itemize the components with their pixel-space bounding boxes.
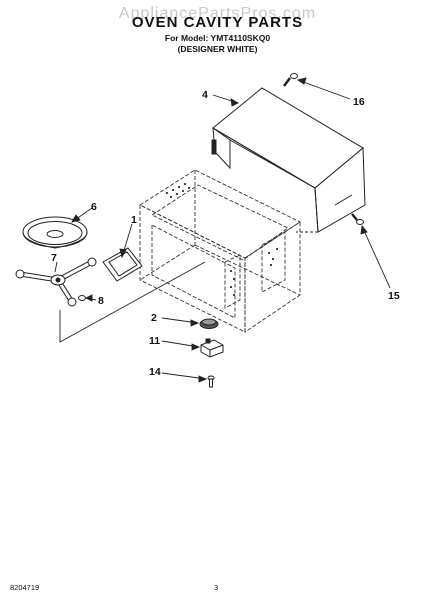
outer-wrapper	[211, 87, 366, 233]
watermark: AppliancePartsPros.com	[118, 5, 317, 22]
leader-lines	[54, 77, 391, 383]
callout-6: 6	[91, 201, 97, 213]
motor-screw	[207, 375, 215, 388]
callout-8: 8	[98, 295, 104, 307]
cavity-vents	[166, 183, 278, 296]
turntable-motor	[200, 338, 224, 358]
oven-cavity	[139, 169, 301, 333]
callout-7: 7	[51, 252, 57, 264]
turntable-support	[15, 257, 97, 307]
callout-16: 16	[353, 96, 365, 108]
document-number: 8204719	[10, 583, 40, 592]
callout-11: 11	[149, 335, 161, 347]
waveguide-cover	[102, 247, 143, 282]
page-number: 3	[214, 583, 219, 592]
turntable-tray	[22, 216, 88, 249]
callout-1: 1	[131, 214, 137, 226]
motor-coupler	[199, 318, 219, 329]
callout-2: 2	[151, 312, 157, 324]
screw-15	[351, 213, 364, 225]
callout-4: 4	[202, 89, 208, 101]
screw-16	[283, 73, 298, 87]
callout-15: 15	[388, 290, 400, 302]
model-subtitle: For Model: YMT4110SKQ0	[164, 33, 271, 43]
diagram-title: OVEN CAVITY PARTS	[131, 14, 304, 31]
callout-14: 14	[149, 366, 161, 378]
color-subtitle: (DESIGNER WHITE)	[177, 44, 258, 54]
coupler	[78, 295, 86, 301]
